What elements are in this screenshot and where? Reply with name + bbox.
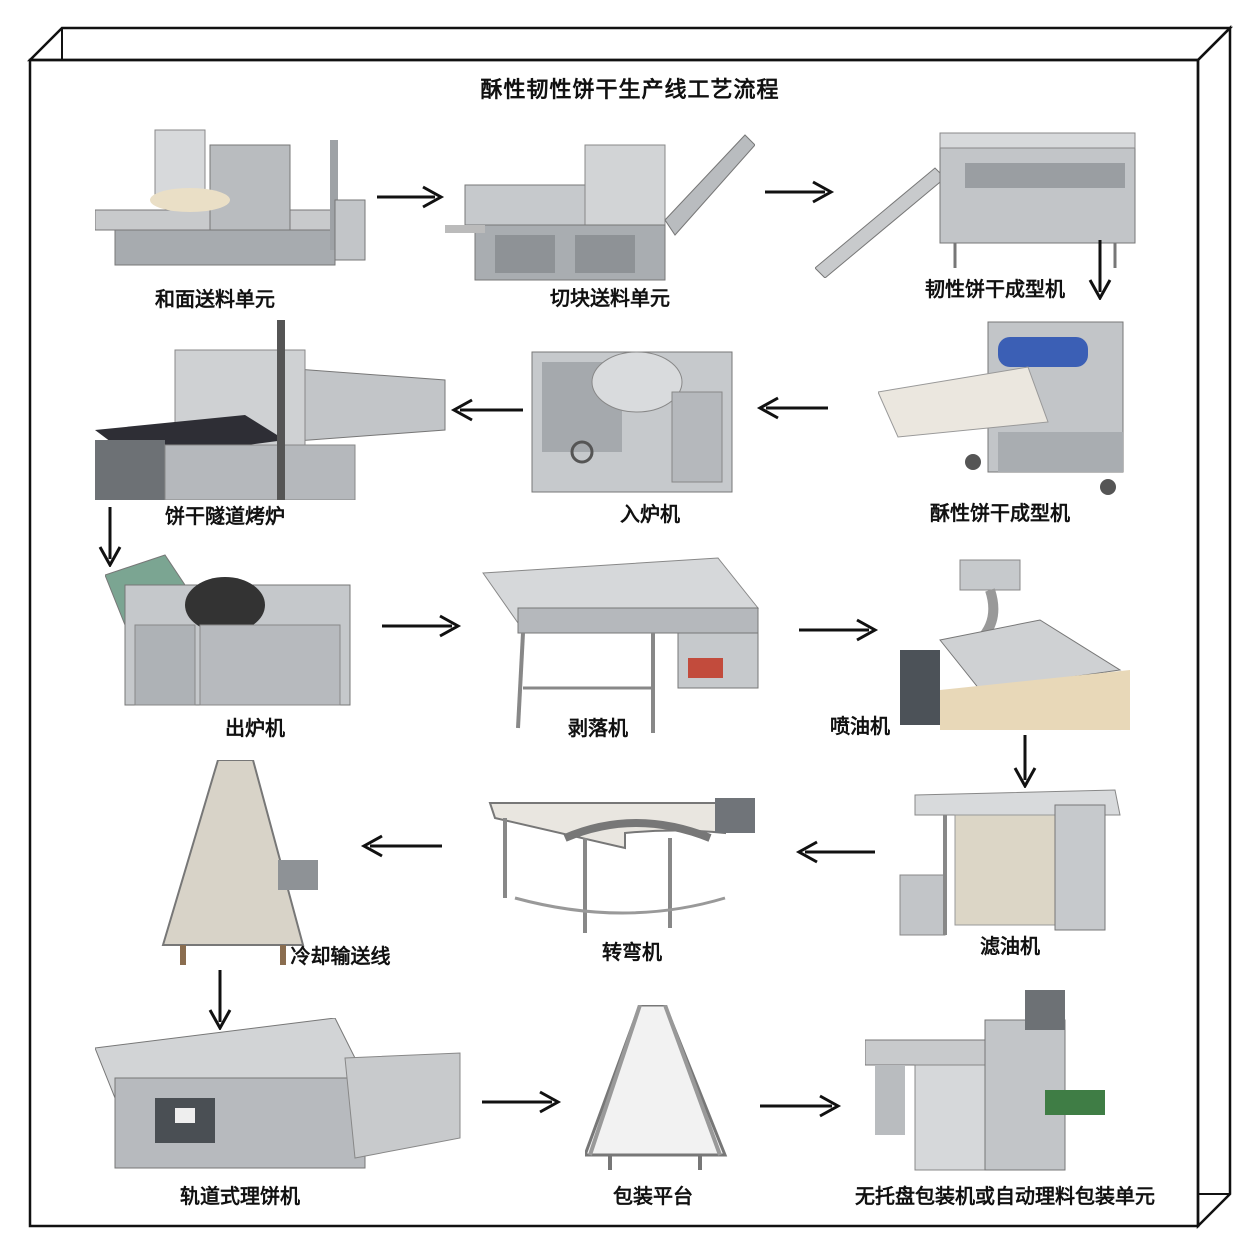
arrow-left-icon <box>795 840 875 864</box>
arrow-down-icon <box>1088 240 1112 300</box>
tunnel-oven-icon <box>95 320 446 500</box>
step-label-13: 轨道式理饼机 <box>180 1184 300 1208</box>
step-label-10: 滤油机 <box>980 934 1040 958</box>
step-label-3: 韧性饼干成型机 <box>925 277 1065 301</box>
oil-sprayer-icon <box>900 559 1130 730</box>
step-label-1: 和面送料单元 <box>155 287 275 311</box>
step-label-6: 饼干隧道烤炉 <box>165 504 285 528</box>
arrow-right-icon <box>482 1090 562 1114</box>
stripper-machine-icon <box>482 557 759 733</box>
arrow-down-icon <box>1013 735 1037 788</box>
step-label-4: 酥性饼干成型机 <box>930 501 1070 525</box>
step-label-12: 冷却输送线 <box>290 944 391 968</box>
arrow-down-icon <box>208 970 232 1030</box>
arrow-left-icon <box>450 398 523 422</box>
page-title: 酥性韧性饼干生产线工艺流程 <box>480 78 780 103</box>
hard-biscuit-forming-machine-icon <box>815 132 1136 278</box>
arrow-right-icon <box>799 618 879 642</box>
oven-loader-icon <box>531 351 733 493</box>
step-label-8: 剥落机 <box>568 716 628 740</box>
step-label-11: 转弯机 <box>602 940 662 964</box>
curve-conveyor-icon <box>488 798 755 933</box>
arrow-right-icon <box>382 614 462 638</box>
arrow-right-icon <box>765 180 835 204</box>
arrow-right-icon <box>377 185 445 209</box>
dough-mixer-feeder-icon <box>95 129 366 266</box>
step-label-15: 无托盘包装机或自动理料包装单元 <box>855 1184 1155 1208</box>
step-label-14: 包装平台 <box>613 1184 693 1208</box>
arrow-left-icon <box>360 834 442 858</box>
soft-biscuit-forming-machine-icon <box>878 321 1124 495</box>
block-cutter-feeder-icon <box>445 134 755 281</box>
arrow-left-icon <box>756 396 828 420</box>
oil-filter-machine-icon <box>899 789 1121 936</box>
arrow-down-icon <box>98 507 122 567</box>
trayless-packaging-machine-icon <box>865 990 1105 1171</box>
cooling-conveyor-icon <box>161 760 318 965</box>
arrow-right-icon <box>760 1094 842 1118</box>
step-label-5: 入炉机 <box>620 502 680 526</box>
packing-platform-icon <box>585 1005 728 1170</box>
oven-unloader-icon <box>105 554 351 706</box>
step-label-7: 出炉机 <box>225 716 285 740</box>
step-label-9: 喷油机 <box>830 714 890 738</box>
track-biscuit-stacker-icon <box>95 1018 461 1169</box>
step-label-2: 切块送料单元 <box>550 286 670 310</box>
